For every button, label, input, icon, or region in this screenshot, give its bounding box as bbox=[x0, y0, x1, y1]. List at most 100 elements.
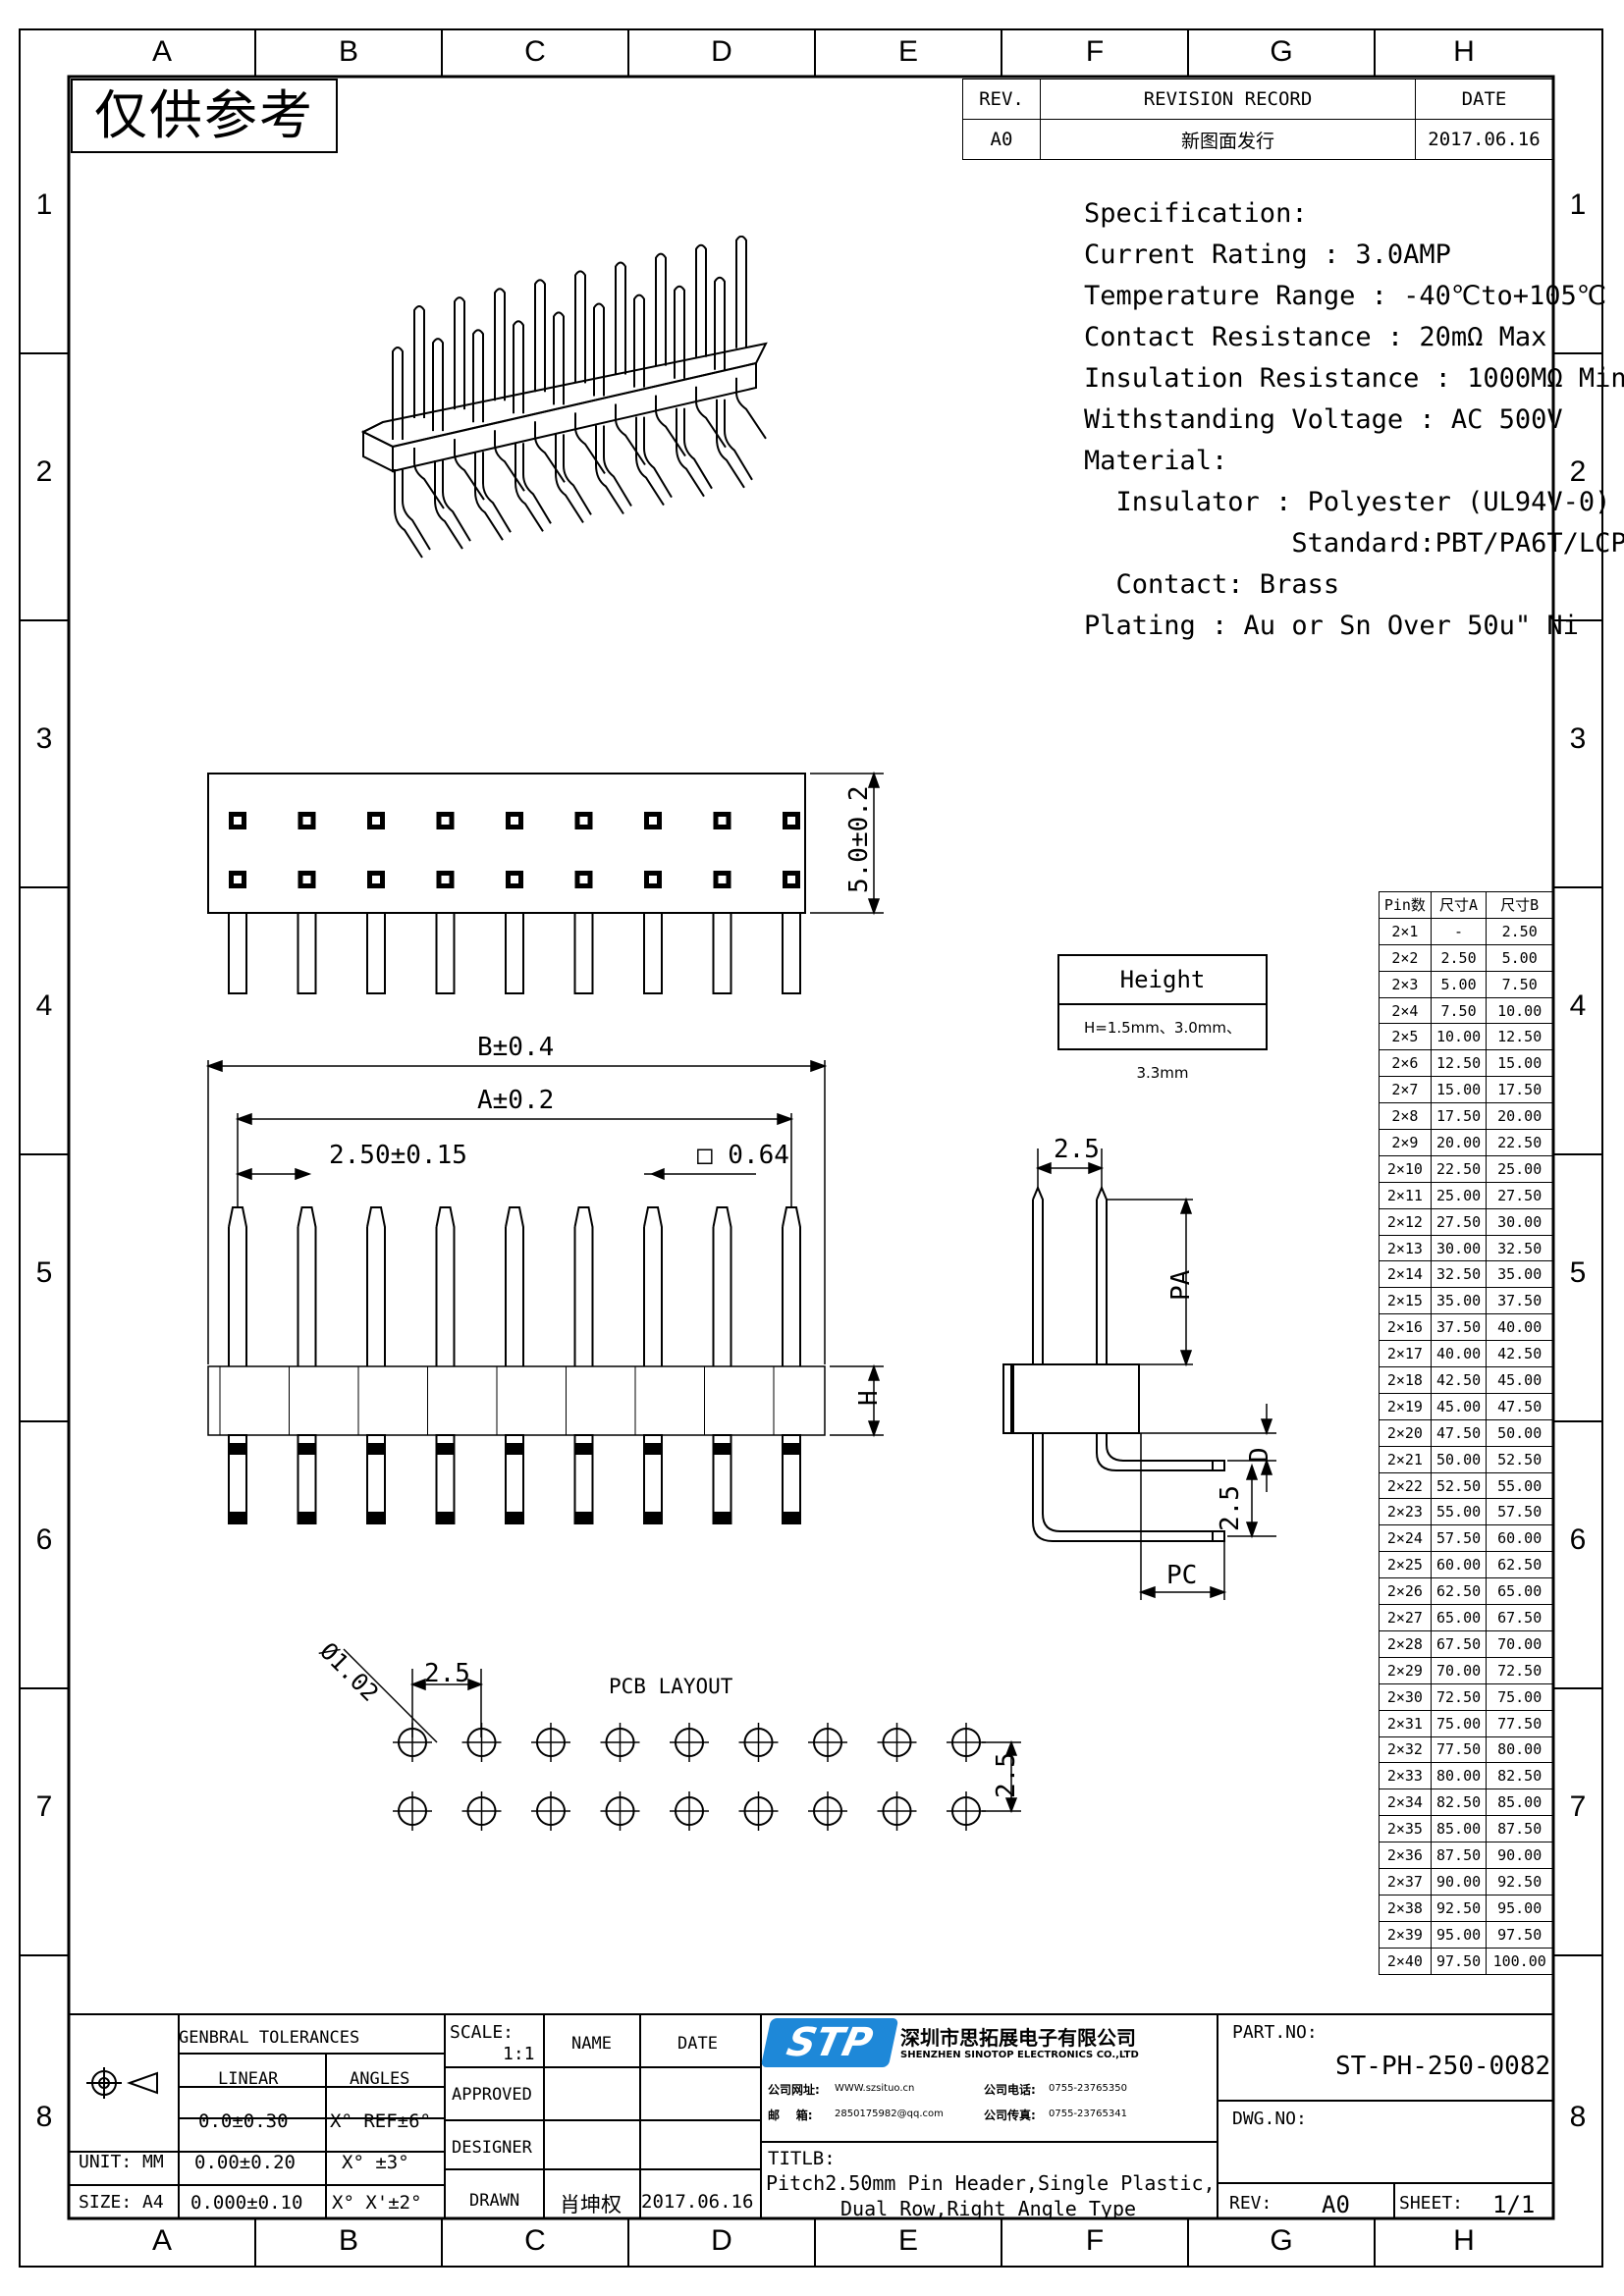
pin-table-cell: 2×1 bbox=[1379, 917, 1432, 945]
iso-lead-front-edge bbox=[522, 443, 552, 524]
dim-d: D bbox=[1245, 1447, 1274, 1463]
iso-lead-front-edge bbox=[643, 416, 673, 499]
side-pin-mark bbox=[713, 1443, 731, 1455]
front-pin-tail bbox=[228, 913, 247, 994]
iso-lead-front bbox=[635, 416, 665, 507]
pin-table-cell: 2×11 bbox=[1379, 1181, 1432, 1209]
side-pin-end bbox=[367, 1512, 385, 1523]
zone-col-b-bottom: B bbox=[338, 2224, 358, 2257]
title-line-2: Dual Row,Right Angle Type bbox=[840, 2197, 1137, 2220]
pin-table-cell: 47.50 bbox=[1486, 1392, 1553, 1420]
pcb-layout-view bbox=[343, 1648, 1021, 1831]
zone-col-d-bottom: D bbox=[711, 2224, 732, 2257]
pin-table-cell: 87.50 bbox=[1430, 1842, 1488, 1869]
side-pin-upper bbox=[643, 1206, 663, 1366]
front-pin-tail bbox=[297, 913, 317, 994]
fax-value: 0755-23765341 bbox=[1049, 2109, 1127, 2119]
pin-table-cell: 2×39 bbox=[1379, 1920, 1432, 1949]
pin-table-cell: 70.00 bbox=[1430, 1656, 1488, 1684]
name-header: NAME bbox=[571, 2034, 612, 2054]
zone-row-4-left: 4 bbox=[35, 989, 53, 1022]
front-pin-top-hole bbox=[441, 817, 450, 825]
spec-standard: Standard:PBT/PA6T/LCP bbox=[1084, 528, 1624, 559]
pin-table-cell: 80.00 bbox=[1430, 1762, 1488, 1790]
drawn-label: DRAWN bbox=[469, 2191, 520, 2211]
pin-table-cell: 2×3 bbox=[1379, 970, 1432, 998]
spec-plating: Plating : Au or Sn Over 50u" Ni bbox=[1084, 611, 1579, 641]
dim-h: H bbox=[854, 1390, 884, 1406]
zone-col-h-top: H bbox=[1453, 35, 1475, 68]
front-pin-tail bbox=[435, 913, 456, 994]
side-pin-end bbox=[783, 1512, 800, 1523]
zone-row-6-right: 6 bbox=[1569, 1523, 1587, 1556]
spec-temperature: Temperature Range : -40℃to+105℃ bbox=[1084, 281, 1607, 311]
iso-lead-back bbox=[655, 395, 686, 457]
dim-pc: PC bbox=[1166, 1561, 1198, 1590]
connector-front-view bbox=[207, 771, 884, 994]
side-pin-upper bbox=[435, 1206, 456, 1366]
front-pin-bottom-hole bbox=[372, 876, 380, 883]
iso-pin-front bbox=[392, 347, 404, 440]
rev-block-value: A0 bbox=[1322, 2191, 1350, 2218]
tol-linear-2: 0.00±0.20 bbox=[194, 2152, 296, 2173]
side-pin-end bbox=[713, 1512, 731, 1523]
date-header: DATE bbox=[1415, 79, 1553, 120]
pin-table-cell: 67.50 bbox=[1486, 1604, 1553, 1631]
zone-row-5-right: 5 bbox=[1569, 1256, 1587, 1289]
pin-table-cell: 2×5 bbox=[1379, 1023, 1432, 1051]
height-title: Height bbox=[1059, 956, 1266, 1005]
pin-table-cell: 27.50 bbox=[1486, 1181, 1553, 1209]
pin-table-cell: 2.50 bbox=[1430, 943, 1488, 972]
front-pin-bottom-hole bbox=[787, 876, 795, 883]
email-label: 邮 箱: bbox=[768, 2109, 813, 2122]
spec-title: Specification: bbox=[1084, 198, 1308, 229]
iso-lead-back bbox=[615, 403, 646, 466]
pin-table-cell: 12.50 bbox=[1486, 1023, 1553, 1051]
zone-row-3-right: 3 bbox=[1569, 722, 1587, 755]
email-value: 2850175982@qq.com bbox=[835, 2109, 944, 2119]
zone-row-3-left: 3 bbox=[35, 722, 53, 755]
zone-col-c-bottom: C bbox=[524, 2224, 546, 2257]
pin-table-cell: 7.50 bbox=[1486, 970, 1553, 998]
spec-voltage: Withstanding Voltage : AC 500V bbox=[1084, 404, 1563, 435]
side-pin-end bbox=[644, 1512, 662, 1523]
iso-lead-front-edge bbox=[683, 407, 713, 490]
company-name-cn: 深圳市思拓展电子有限公司 bbox=[900, 2026, 1136, 2050]
pin-table-cell: 55.00 bbox=[1486, 1471, 1553, 1500]
zone-row-6-left: 6 bbox=[35, 1523, 53, 1556]
pin-table-cell: 95.00 bbox=[1430, 1920, 1488, 1949]
front-pin-tail bbox=[505, 913, 524, 994]
pin-table-cell: 42.50 bbox=[1430, 1366, 1488, 1394]
iso-lead-front-edge bbox=[724, 399, 753, 481]
scale-label: SCALE: bbox=[450, 2022, 514, 2043]
spec-insulation-resistance: Insulation Resistance : 1000MΩ Min bbox=[1084, 363, 1624, 394]
side-pin-upper bbox=[228, 1206, 247, 1366]
side-pin-end bbox=[298, 1512, 316, 1523]
pin-table-cell: 25.00 bbox=[1430, 1181, 1488, 1209]
spec-material: Material: bbox=[1084, 446, 1228, 476]
pin-table-cell: 22.50 bbox=[1486, 1129, 1553, 1156]
sheet-label: SHEET: bbox=[1399, 2193, 1464, 2214]
iso-lead-front-edge bbox=[482, 452, 512, 533]
pin-table-cell: 30.00 bbox=[1486, 1207, 1553, 1236]
pin-table-cell: 2×23 bbox=[1379, 1498, 1432, 1526]
pin-table-cell: 62.50 bbox=[1486, 1551, 1553, 1579]
pin-table-header-cell: 尺寸A bbox=[1430, 891, 1488, 919]
pin-table-cell: 55.00 bbox=[1430, 1498, 1488, 1526]
reference-stamp: 仅供参考 bbox=[71, 79, 338, 153]
pin-table-cell: 2×4 bbox=[1379, 996, 1432, 1025]
iso-lead-front-edge bbox=[603, 425, 632, 507]
pin-table-cell: 70.00 bbox=[1486, 1629, 1553, 1658]
